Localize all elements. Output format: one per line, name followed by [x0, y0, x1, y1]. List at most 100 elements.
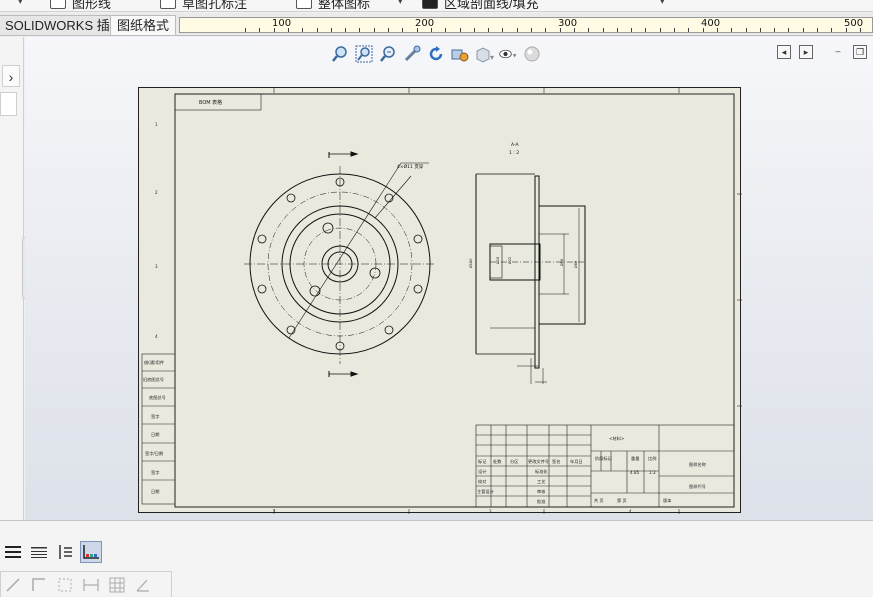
ruler-tick — [817, 28, 818, 32]
ruler-tick — [774, 28, 776, 32]
title-block[interactable] — [475, 424, 735, 508]
drawing-name: 图样名称 — [689, 461, 706, 468]
tb-label: 分区 — [510, 458, 518, 465]
section-view[interactable] — [475, 173, 586, 384]
tb-label: 标记 — [478, 458, 487, 465]
svg-text:Ø60: Ø60 — [559, 259, 564, 266]
view-nav-buttons: ◂ ▸ — [777, 45, 813, 59]
ruler-tick — [302, 28, 304, 32]
block-command[interactable]: 整体图标 — [296, 0, 370, 11]
chevron-down-icon[interactable]: ▾ — [398, 0, 403, 6]
chart-icon[interactable] — [80, 541, 102, 563]
front-view[interactable] — [244, 151, 436, 377]
zoom-to-area-icon[interactable] — [354, 44, 374, 64]
svg-text:Ø22: Ø22 — [507, 257, 512, 264]
ruler-tick — [502, 28, 504, 32]
ruler-tick — [287, 28, 289, 32]
ruler-tick — [245, 28, 246, 32]
tb-label: 工艺 — [537, 479, 545, 484]
material-label: <材料> — [609, 435, 625, 442]
ruler-tick — [445, 28, 447, 32]
ruler-tick — [573, 28, 575, 32]
display-style-icon[interactable]: ▾ — [474, 44, 494, 64]
ruler-tick — [559, 28, 561, 32]
previous-view-button[interactable]: ◂ — [777, 45, 791, 59]
ruler-label: 200 — [415, 18, 435, 29]
view-orientation-icon[interactable] — [450, 44, 470, 64]
grid-icon[interactable] — [107, 575, 127, 595]
ruler-label: 500 — [844, 18, 864, 29]
svg-text:▾: ▾ — [490, 53, 494, 62]
next-view-button[interactable]: ▸ — [799, 45, 813, 59]
window-buttons: – ❐ — [831, 45, 867, 59]
hole-callout-command[interactable]: 草图孔标注 — [160, 0, 247, 11]
sort-icon[interactable] — [54, 541, 76, 563]
ruler-tick — [616, 28, 618, 32]
tb-label: 审核 — [537, 488, 546, 495]
expand-panel-button[interactable]: › — [2, 65, 20, 87]
ruler-tick — [516, 28, 518, 32]
scale-label: 1 : 2 — [509, 150, 519, 156]
strip-label: 签字/日期 — [145, 450, 163, 457]
left-panel: › — [0, 37, 24, 520]
tb-label: 处数 — [493, 458, 502, 465]
tab-solidworks-addins[interactable]: SOLIDWORKS 插件 — [0, 15, 130, 35]
tab-sheet-format[interactable]: 图纸格式 — [110, 15, 177, 35]
ruler-tick — [359, 28, 361, 32]
tb-label: 签名 — [552, 458, 560, 465]
tb-label: 共 页 — [594, 497, 604, 504]
tb-label: 版本 — [663, 497, 672, 504]
ruler-tick — [631, 28, 633, 32]
angle-icon[interactable] — [133, 575, 153, 595]
strip-label: 签字 — [151, 413, 159, 419]
polyline-command[interactable]: 图形线 — [50, 0, 111, 11]
svg-text:▾: ▾ — [513, 51, 517, 59]
tb-label: 主管设计 — [477, 488, 494, 495]
zoom-to-fit-icon[interactable] — [330, 44, 350, 64]
panel-placeholder — [0, 92, 17, 116]
ruler-tick — [845, 28, 847, 32]
ruler-tick — [802, 28, 804, 32]
drawing-number: 图样代号 — [689, 483, 706, 490]
bottom-panel — [0, 520, 873, 597]
ruler-tick — [788, 28, 790, 32]
ruler-tick — [759, 28, 761, 32]
ruler-tick — [330, 28, 332, 32]
strip-label: 旧底图总号 — [143, 376, 164, 383]
section-label: A-A — [511, 142, 520, 148]
zoom-in-out-icon[interactable] — [378, 44, 398, 64]
ruler-tick — [259, 28, 261, 32]
tb-label: 更改文件号 — [528, 458, 549, 465]
minimize-icon[interactable]: – — [835, 46, 841, 56]
svg-text:Ø80: Ø80 — [573, 261, 578, 268]
pan-icon[interactable] — [402, 44, 422, 64]
rotate-view-icon[interactable] — [426, 44, 446, 64]
ruler-tick — [402, 28, 404, 32]
dotted-list-icon[interactable] — [28, 541, 50, 563]
svg-text:4.85: 4.85 — [630, 470, 640, 475]
svg-text:Ø16: Ø16 — [495, 257, 500, 264]
line-icon[interactable] — [3, 575, 23, 595]
ruler-label: 300 — [558, 18, 578, 29]
corner-icon[interactable] — [29, 575, 49, 595]
chevron-down-icon[interactable]: ▾ — [18, 0, 23, 6]
block-icon — [296, 0, 312, 9]
dimension-icon[interactable] — [81, 575, 101, 595]
hole-callout-icon — [160, 0, 176, 9]
ruler-tick — [831, 28, 833, 32]
ruler-tick — [702, 28, 704, 32]
ruler-tick — [316, 28, 318, 32]
appearance-icon[interactable] — [522, 44, 542, 64]
restore-icon[interactable]: ❐ — [853, 45, 867, 59]
hatch-command[interactable]: 区域剖面线/填充 — [422, 0, 539, 11]
ruler-tick — [588, 28, 590, 32]
list-icon[interactable] — [2, 541, 24, 563]
hide-show-icon[interactable]: ▾ — [498, 44, 518, 64]
svg-text:3: 3 — [155, 264, 158, 269]
dotted-frame-icon[interactable] — [55, 575, 75, 595]
tb-label: 校对 — [478, 478, 486, 485]
chevron-down-icon[interactable]: ▾ — [660, 0, 665, 6]
